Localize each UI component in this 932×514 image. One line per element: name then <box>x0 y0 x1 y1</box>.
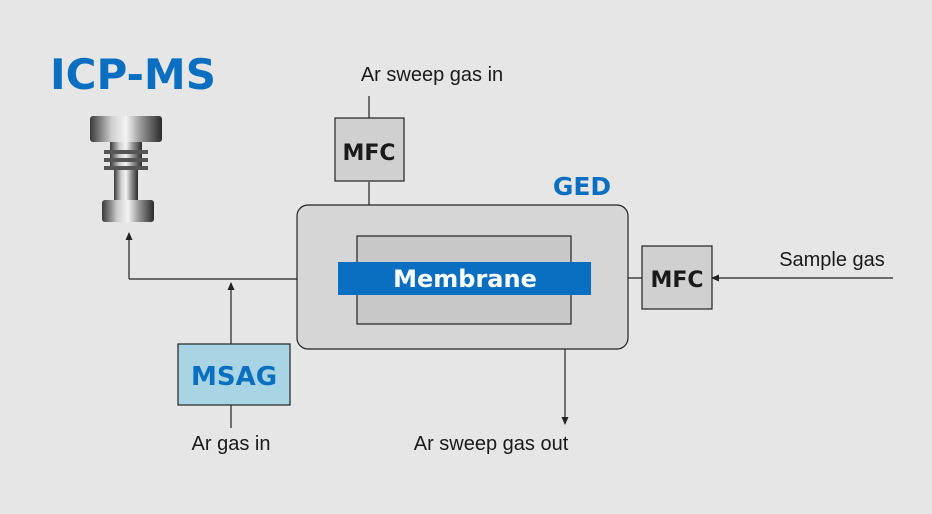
ar-gas-in-label: Ar gas in <box>192 433 271 455</box>
mfc-top-label: MFC <box>342 141 395 166</box>
ged-label: GED <box>553 172 611 201</box>
mfc-right-box <box>641 245 713 310</box>
msag-box <box>177 343 291 406</box>
ar-sweep-out-label: Ar sweep gas out <box>414 433 569 455</box>
membrane-bar <box>338 262 591 295</box>
icp-ms-torch-icon <box>90 116 162 222</box>
sample-gas-label: Sample gas <box>779 249 885 271</box>
msag-label: MSAG <box>191 362 277 392</box>
page-title: ICP-MS <box>50 50 216 99</box>
ar-sweep-in-label: Ar sweep gas in <box>361 64 503 86</box>
membrane-label: Membrane <box>393 265 537 293</box>
mfc-top-box <box>334 117 405 182</box>
mfc-right-label: MFC <box>650 268 703 293</box>
